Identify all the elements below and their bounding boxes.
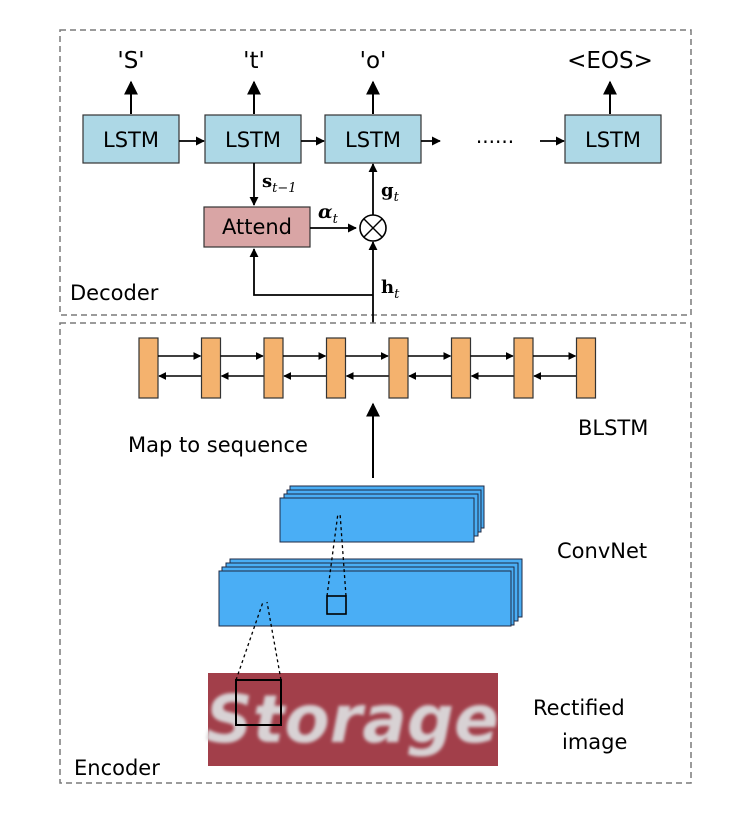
decoder-label: Decoder <box>70 281 159 305</box>
glimpse-subscript: t <box>394 190 400 205</box>
blstm-label: BLSTM <box>578 416 648 440</box>
output-token-o: 'o' <box>360 48 387 74</box>
decoder-frame <box>59 29 692 316</box>
blstm-layer <box>138 337 597 399</box>
blstm-cell <box>325 337 347 399</box>
glimpse-label: gt <box>381 180 400 205</box>
blstm-cell <box>450 337 472 399</box>
image-receptive-field-box <box>235 679 282 726</box>
blstm-cell <box>575 337 597 399</box>
map-to-sequence-label: Map to sequence <box>128 433 308 457</box>
alpha-subscript: t <box>333 212 339 227</box>
alpha-label: αt <box>318 201 339 227</box>
blstm-cell <box>513 337 534 399</box>
rectified-image-label-line2: image <box>562 730 627 754</box>
hidden-label: ht <box>381 277 400 302</box>
receptive-field-box <box>326 595 347 615</box>
lstm-cell-2-label: LSTM <box>225 128 281 152</box>
lstm-cell-3: LSTM <box>324 114 422 164</box>
ellipsis: ...... <box>476 124 514 148</box>
convnet-label: ConvNet <box>557 539 647 563</box>
weighted-sum-operator <box>359 214 387 242</box>
lstm-cell-1: LSTM <box>82 114 180 164</box>
blstm-cell <box>263 337 284 399</box>
state-subscript: t−1 <box>272 181 296 196</box>
output-token-t: 't' <box>243 48 265 74</box>
blstm-cell <box>200 337 222 399</box>
receptive-field-line-left <box>326 512 339 597</box>
rectified-image-text: Storage <box>205 681 499 758</box>
encoder-label: Encoder <box>74 756 160 780</box>
lstm-cell-4-label: LSTM <box>585 128 641 152</box>
lstm-cell-1-label: LSTM <box>103 128 159 152</box>
encoder-frame <box>59 322 692 784</box>
attend-module: Attend <box>203 206 311 248</box>
hidden-subscript: t <box>394 287 400 302</box>
output-token-eos: <EOS> <box>567 48 653 74</box>
state-symbol: s <box>262 171 272 192</box>
lstm-cell-3-label: LSTM <box>345 128 401 152</box>
alpha-symbol: α <box>318 201 333 223</box>
rectified-image-label-line1: Rectified <box>533 696 625 720</box>
image-receptive-field-line-left <box>235 601 264 681</box>
state-label: st−1 <box>262 171 297 196</box>
receptive-field-line-right <box>339 512 347 597</box>
attend-label: Attend <box>222 215 292 239</box>
glimpse-symbol: g <box>381 180 394 201</box>
lstm-cell-4: LSTM <box>564 114 662 164</box>
convnet-feature-map-bottom <box>218 558 523 627</box>
rectified-image: Storage <box>205 673 499 766</box>
hidden-symbol: h <box>381 277 394 298</box>
output-token-s: 'S' <box>117 48 144 74</box>
arrow-h-to-attend <box>249 248 373 296</box>
blstm-cell <box>388 337 409 399</box>
lstm-cell-2: LSTM <box>204 114 302 164</box>
image-receptive-field-line-right <box>266 601 282 681</box>
blstm-cell <box>138 337 159 399</box>
convnet-feature-map-top <box>279 485 485 543</box>
